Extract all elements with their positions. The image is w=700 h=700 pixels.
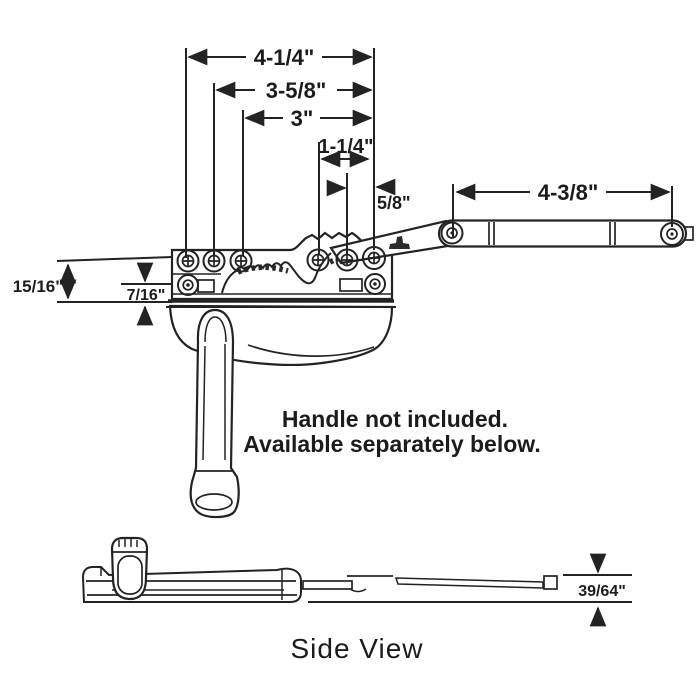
dim-label-3: 3" — [291, 106, 314, 131]
dim-label-3-5-8: 3-5/8" — [266, 78, 327, 103]
rivet-icon — [177, 274, 199, 296]
side-arm-long-bar — [394, 577, 544, 589]
link-clip-detail — [389, 236, 410, 249]
knob-hatch-lines — [118, 539, 138, 547]
handle-inner-left — [202, 345, 206, 461]
handle-note: Handle not included. Available separatel… — [243, 406, 540, 457]
crank-handle — [189, 308, 240, 519]
side-stud-knob — [110, 536, 149, 601]
extension-line — [56, 256, 173, 262]
side-arm-end-tab — [543, 575, 558, 590]
side-arm-bump — [349, 588, 367, 593]
stud-inner-outline — [117, 555, 143, 595]
rivet-icon — [364, 273, 386, 295]
handle-cap-inner — [204, 316, 227, 343]
dim-label-15-16: 15/16" — [13, 277, 64, 296]
dim-label-7-16: 7/16" — [127, 287, 166, 304]
note-line-1: Handle not included. — [282, 406, 508, 432]
side-view-caption: Side View — [290, 633, 423, 664]
arm-segment-ticks — [488, 222, 616, 245]
side-view: 39/64" Side View — [81, 536, 632, 664]
note-line-2: Available separately below. — [243, 431, 540, 457]
operator-front-view — [166, 219, 694, 519]
operator-arm — [437, 219, 688, 248]
cam-profile — [221, 252, 332, 294]
dim-label-1-1-4: 1-1/4" — [318, 136, 373, 158]
dim-label-39-64: 39/64" — [578, 583, 626, 600]
screw-icon — [176, 249, 200, 273]
dim-label-4-1-4: 4-1/4" — [254, 45, 315, 70]
screw-holes-second-row — [177, 273, 386, 296]
dim-label-5-8: 5/8" — [377, 193, 411, 213]
bracket-tab-left — [197, 279, 215, 293]
front-dimensions: 4-1/4" 3-5/8" 3" 1-1/4" 5/8" 4-3/8" 15/1… — [13, 45, 673, 326]
bracket-tab-right — [339, 278, 363, 292]
knob-end-cap — [195, 493, 233, 511]
screw-icon — [229, 249, 253, 273]
housing-inner-curve — [247, 344, 375, 357]
side-arm-bar — [302, 580, 353, 590]
handle-body — [189, 308, 240, 519]
side-dimension-39-64: 39/64" — [308, 553, 632, 627]
dim-label-4-3-8: 4-3/8" — [538, 180, 599, 205]
